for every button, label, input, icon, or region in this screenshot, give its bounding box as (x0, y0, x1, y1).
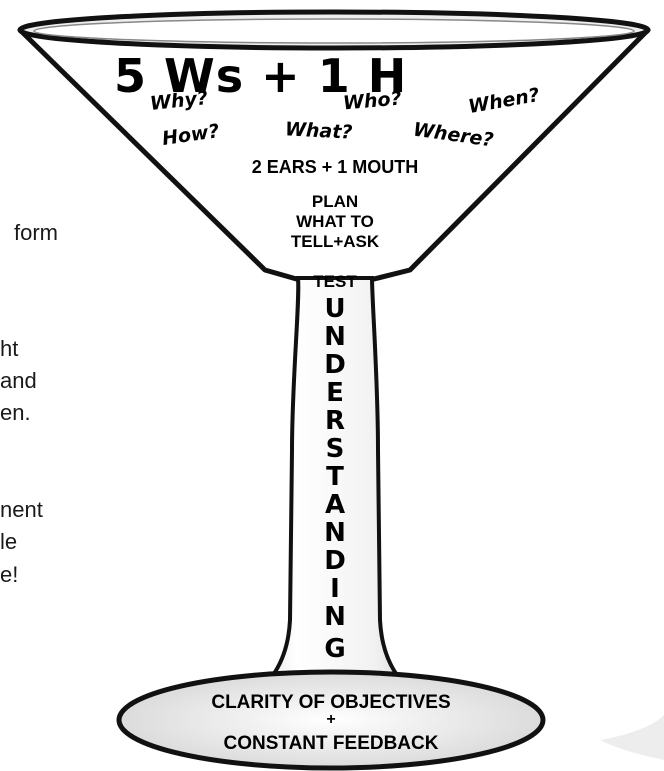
test-text: TEST (295, 272, 375, 292)
side-text-line: and (0, 365, 37, 396)
side-text-line: en. (0, 397, 31, 428)
plan-line: TELL+ASK (265, 232, 405, 252)
side-text-line: form (14, 217, 58, 248)
plan-line: WHAT TO (270, 212, 400, 232)
stem-letter: G (305, 636, 365, 662)
stem-letter: N (305, 520, 365, 546)
stem-letter: U (305, 296, 365, 322)
side-text-line: le (0, 526, 17, 557)
side-text-line: nent (0, 494, 43, 525)
plan-line: PLAN (270, 192, 400, 212)
side-text-line: e! (0, 559, 18, 590)
stem-letter: N (305, 604, 365, 630)
plus-sign: + (311, 711, 351, 729)
side-text-line: ht (0, 333, 18, 364)
stem-letter: N (305, 324, 365, 350)
stem-letter: E (305, 380, 365, 406)
stem-letter: D (305, 352, 365, 378)
ears-mouth-text: 2 EARS + 1 MOUTH (200, 157, 470, 178)
stem-letter: A (305, 492, 365, 518)
question-what: What? (284, 118, 352, 143)
stem-letter: S (305, 436, 365, 462)
stem-letter: I (305, 576, 365, 602)
stem-letter: R (305, 408, 365, 434)
constant-feedback-text: CONSTANT FEEDBACK (131, 733, 531, 755)
stem-letter: D (305, 548, 365, 574)
stem-letter: T (305, 464, 365, 490)
